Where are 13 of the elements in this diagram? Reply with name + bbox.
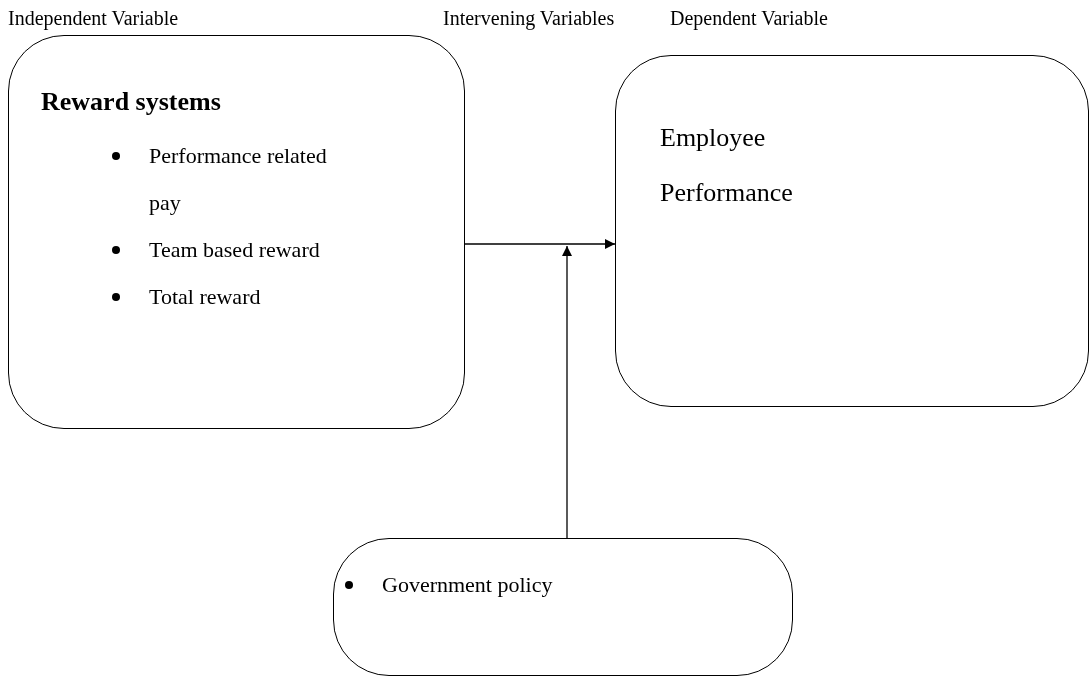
box-text: Employee Performance [660,122,794,209]
list-item-text: Team based reward [149,236,321,264]
box-heading: Reward systems [41,86,221,118]
rounded-box [8,35,465,429]
list-item-text: Performance related pay [149,142,328,217]
rounded-box [615,55,1089,407]
column-heading: Intervening Variables [443,6,615,30]
list-item-text: Total reward [149,283,262,311]
arrow [562,245,572,539]
arrow [464,239,616,249]
column-heading: Independent Variable [8,6,179,30]
list-item-text: Government policy [382,571,554,599]
column-heading: Dependent Variable [670,6,828,30]
